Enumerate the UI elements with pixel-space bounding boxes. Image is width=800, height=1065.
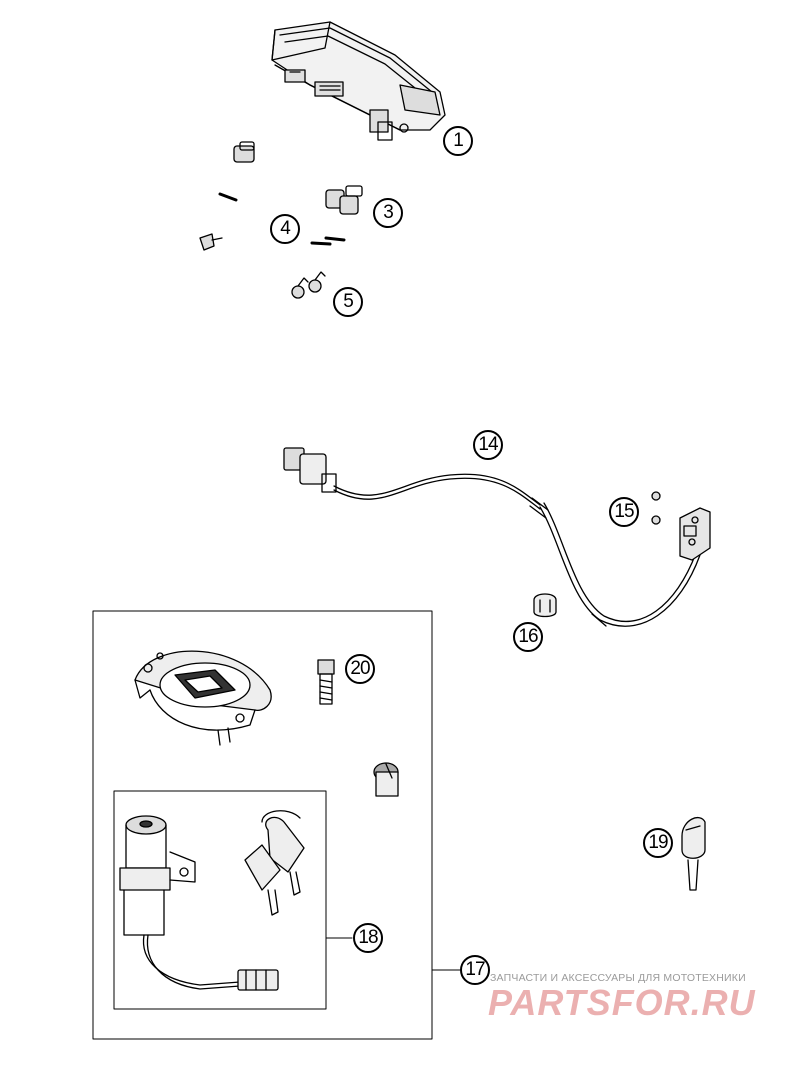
fuel-cap-part xyxy=(134,650,272,746)
callout-18: 18 xyxy=(353,923,383,953)
callout-4: 4 xyxy=(270,214,300,244)
kit-frame-17 xyxy=(92,610,433,1040)
sensor-cable-part xyxy=(283,447,701,627)
watermark-logo: PARTSFOR.RU xyxy=(488,982,756,1023)
instrument-cluster-part xyxy=(271,21,446,141)
callout-17: 17 xyxy=(460,955,490,985)
callout-1: 1 xyxy=(443,126,473,156)
kit-frame-18 xyxy=(113,790,327,1010)
key-pair-part xyxy=(244,810,305,916)
watermark-tagline: ЗАПЧАСТИ И АКСЕССУАРЫ ДЛЯ МОТОТЕХНИКИ xyxy=(490,972,746,984)
key-part-19 xyxy=(681,817,706,891)
lock-cylinder-part xyxy=(373,762,399,797)
cable-clip-part xyxy=(533,593,557,618)
callout-15: 15 xyxy=(609,497,639,527)
callout-14: 14 xyxy=(473,430,503,460)
grommet-parts xyxy=(233,141,363,215)
bolt-part xyxy=(317,659,335,705)
callout-20: 20 xyxy=(345,654,375,684)
screw-parts xyxy=(291,271,326,299)
callout-16: 16 xyxy=(513,622,543,652)
pin-parts xyxy=(199,192,346,251)
speed-sensor-part xyxy=(651,491,711,561)
callout-5: 5 xyxy=(333,287,363,317)
callout-3: 3 xyxy=(373,198,403,228)
callout-19: 19 xyxy=(643,828,673,858)
ignition-switch-part xyxy=(119,815,279,991)
